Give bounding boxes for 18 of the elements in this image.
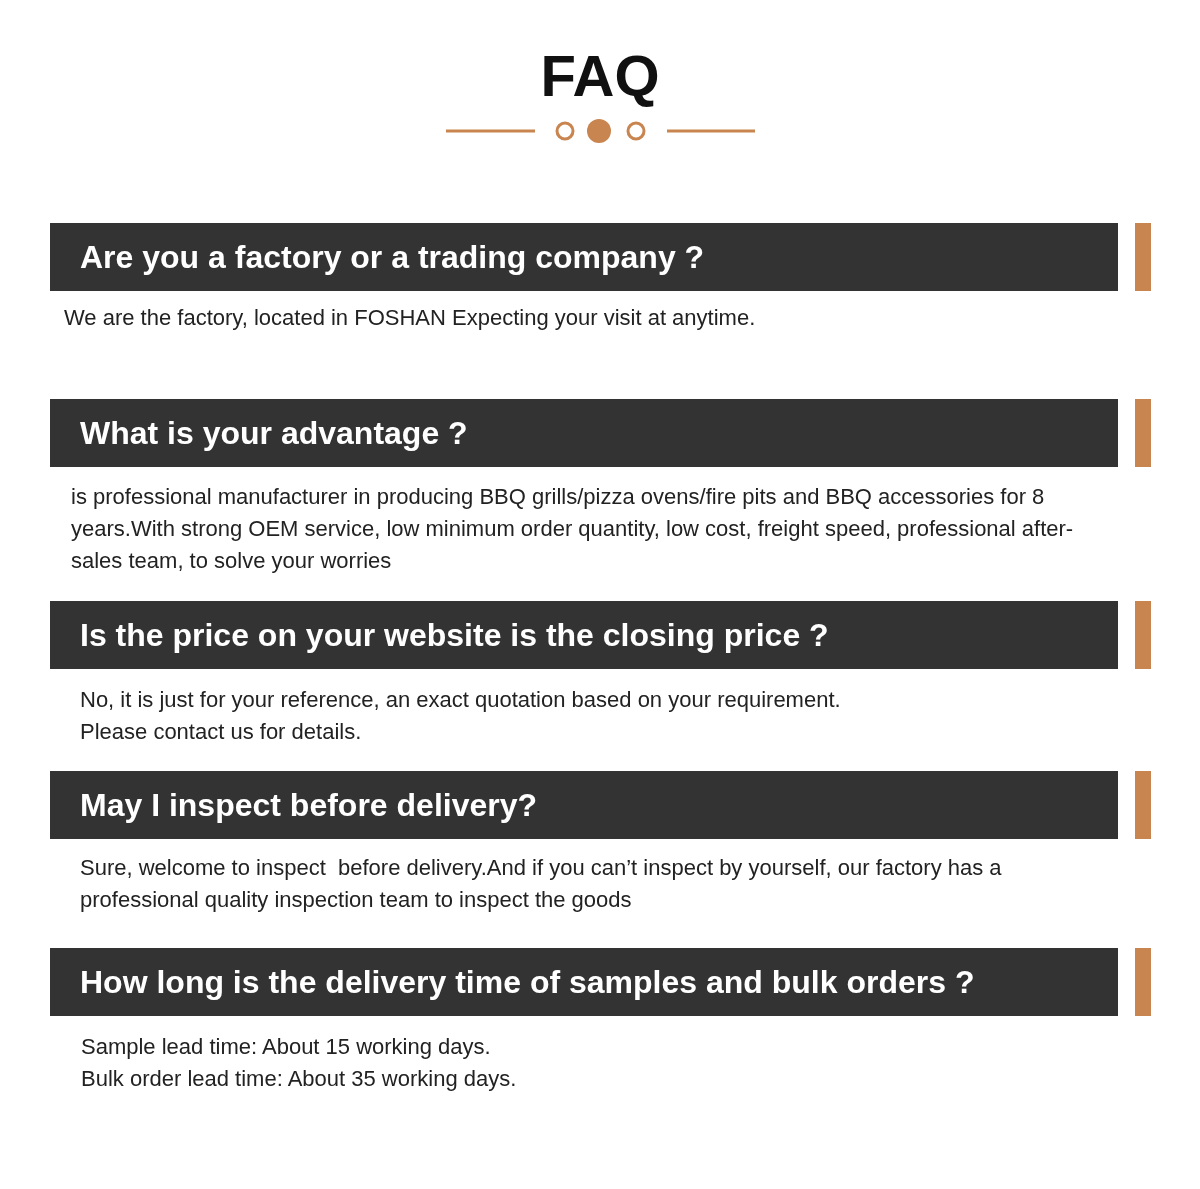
question-text: How long is the delivery time of samples and bulk orders ?: [80, 963, 975, 1002]
question-bar: [50, 948, 1118, 1016]
title: FAQ: [539, 42, 661, 109]
answer-text: Sample lead time: About 15 working days.: [81, 1033, 492, 1061]
answer-text: is professional manufacturer in producing BBQ grills/pizza ovens/fire pits and BBQ accessories for 8 years.With strong OEM service, low minimum order quantity, low cost, freight speed, professional after-sales team, to solve your worries: [71, 483, 1075, 575]
answer-text: Please contact us for details.: [80, 718, 363, 746]
question-bar: [50, 223, 1118, 291]
question-text: Is the price on your website is the closing price ?: [80, 616, 829, 655]
question-text: What is your advantage ?: [80, 414, 468, 453]
question-bar: [50, 771, 1118, 839]
question-text: May I inspect before delivery?: [80, 786, 538, 825]
answer-text: Sure, welcome to inspect before delivery.And if you can’t inspect by yourself, our factory has a professional quality inspection team to inspect the goods: [80, 854, 1003, 914]
answer-text: We are the factory, located in FOSHAN Expecting your visit at anytime.: [64, 304, 757, 332]
answer-text: No, it is just for your reference, an exact quotation based on your requirement.: [80, 686, 842, 714]
question-bar: [50, 601, 1118, 669]
answer-text: Bulk order lead time: About 35 working days.: [81, 1065, 518, 1093]
question-bar: [50, 399, 1118, 467]
question-text: Are you a factory or a trading company ?: [80, 238, 705, 277]
